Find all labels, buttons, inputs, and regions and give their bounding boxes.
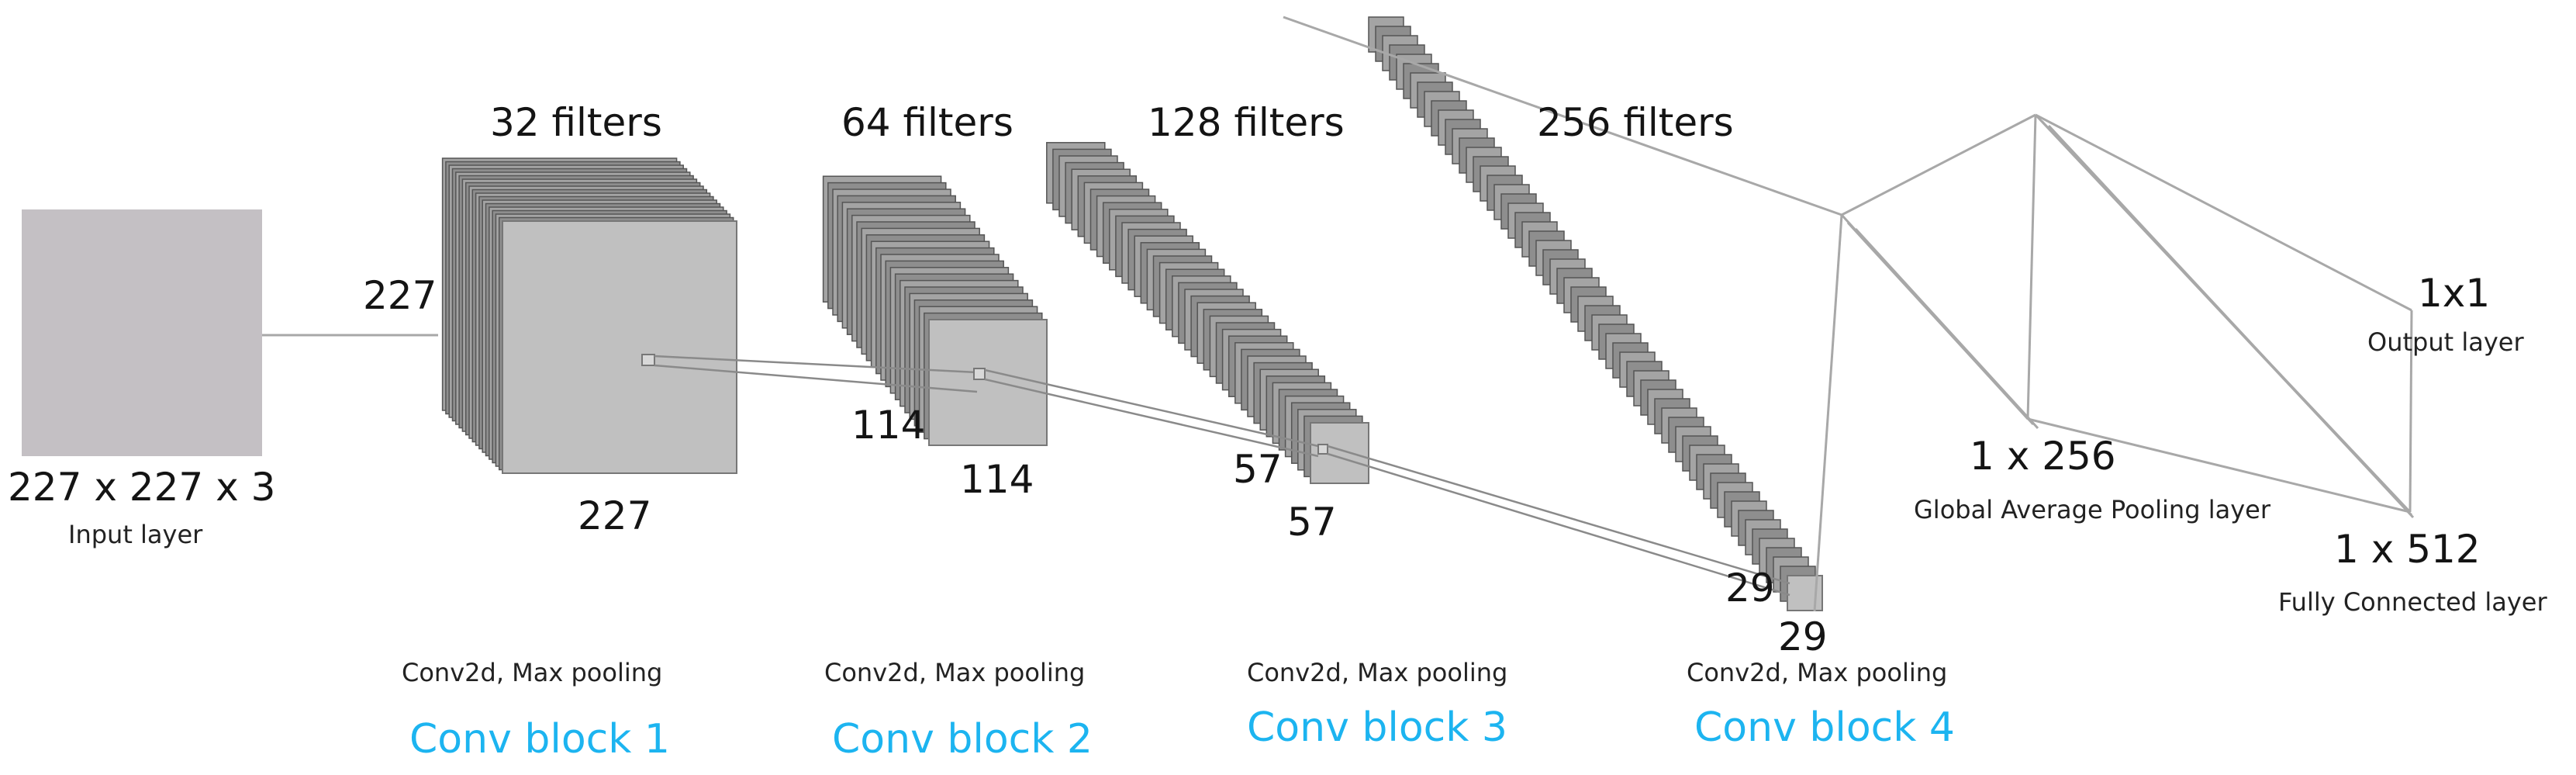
conv-block-3-op: Conv2d, Max pooling	[1247, 658, 1507, 687]
conv-block-4-stack	[1368, 16, 1823, 611]
gap-layer-caption: Global Average Pooling layer	[1914, 495, 2271, 524]
output-layer-caption: Output layer	[2367, 327, 2524, 357]
conv-block-4-label: Conv block 4	[1694, 704, 1955, 751]
conv-block-1-stack	[441, 157, 737, 474]
conv-block-2-label: Conv block 2	[832, 716, 1093, 763]
kernel-marker-3	[1317, 444, 1328, 455]
kernel-marker-2	[973, 368, 986, 380]
conv-block-3-filters: 128 filters	[1148, 100, 1345, 145]
conv-block-4-op: Conv2d, Max pooling	[1687, 658, 1947, 687]
conv-block-2-stack	[822, 175, 1048, 446]
conv-block-2-op: Conv2d, Max pooling	[824, 658, 1085, 687]
conv-block-2-filters: 64 filters	[841, 100, 1013, 145]
input-layer-caption: Input layer	[68, 520, 203, 549]
conv-block-1-label: Conv block 1	[409, 716, 670, 763]
conv-block-2-height: 114	[851, 403, 925, 448]
conv-block-1-width: 227	[578, 493, 651, 538]
kernel-marker-1	[641, 354, 655, 366]
output-layer-dims: 1x1	[2418, 271, 2490, 316]
conv-block-3-width: 57	[1287, 500, 1337, 545]
conv-block-1-op: Conv2d, Max pooling	[402, 658, 662, 687]
conv-block-1-filters: 32 filters	[490, 100, 662, 145]
fc-layer-caption: Fully Connected layer	[2278, 587, 2547, 617]
conv-block-1-feature-map	[502, 220, 737, 474]
conv-block-3-height: 57	[1233, 447, 1283, 492]
conv-block-4-width: 29	[1778, 614, 1828, 659]
conv-block-3-stack	[1046, 142, 1369, 484]
conv-block-3-label: Conv block 3	[1247, 704, 1507, 751]
dense-connection-lines	[1283, 16, 2415, 612]
conv-block-4-height: 29	[1725, 566, 1775, 611]
conv-block-2-feature-map	[928, 319, 1048, 446]
input-layer-dims: 227 x 227 x 3	[8, 465, 275, 510]
input-layer-square	[22, 209, 262, 456]
projection-lines	[641, 354, 1790, 597]
conv-block-2-width: 114	[960, 457, 1034, 502]
conv-block-4-filters: 256 filters	[1537, 100, 1734, 145]
fc-layer-dims: 1 x 512	[2334, 527, 2481, 572]
gap-layer-dims: 1 x 256	[1970, 434, 2116, 479]
conv-block-1-height: 227	[363, 273, 437, 318]
